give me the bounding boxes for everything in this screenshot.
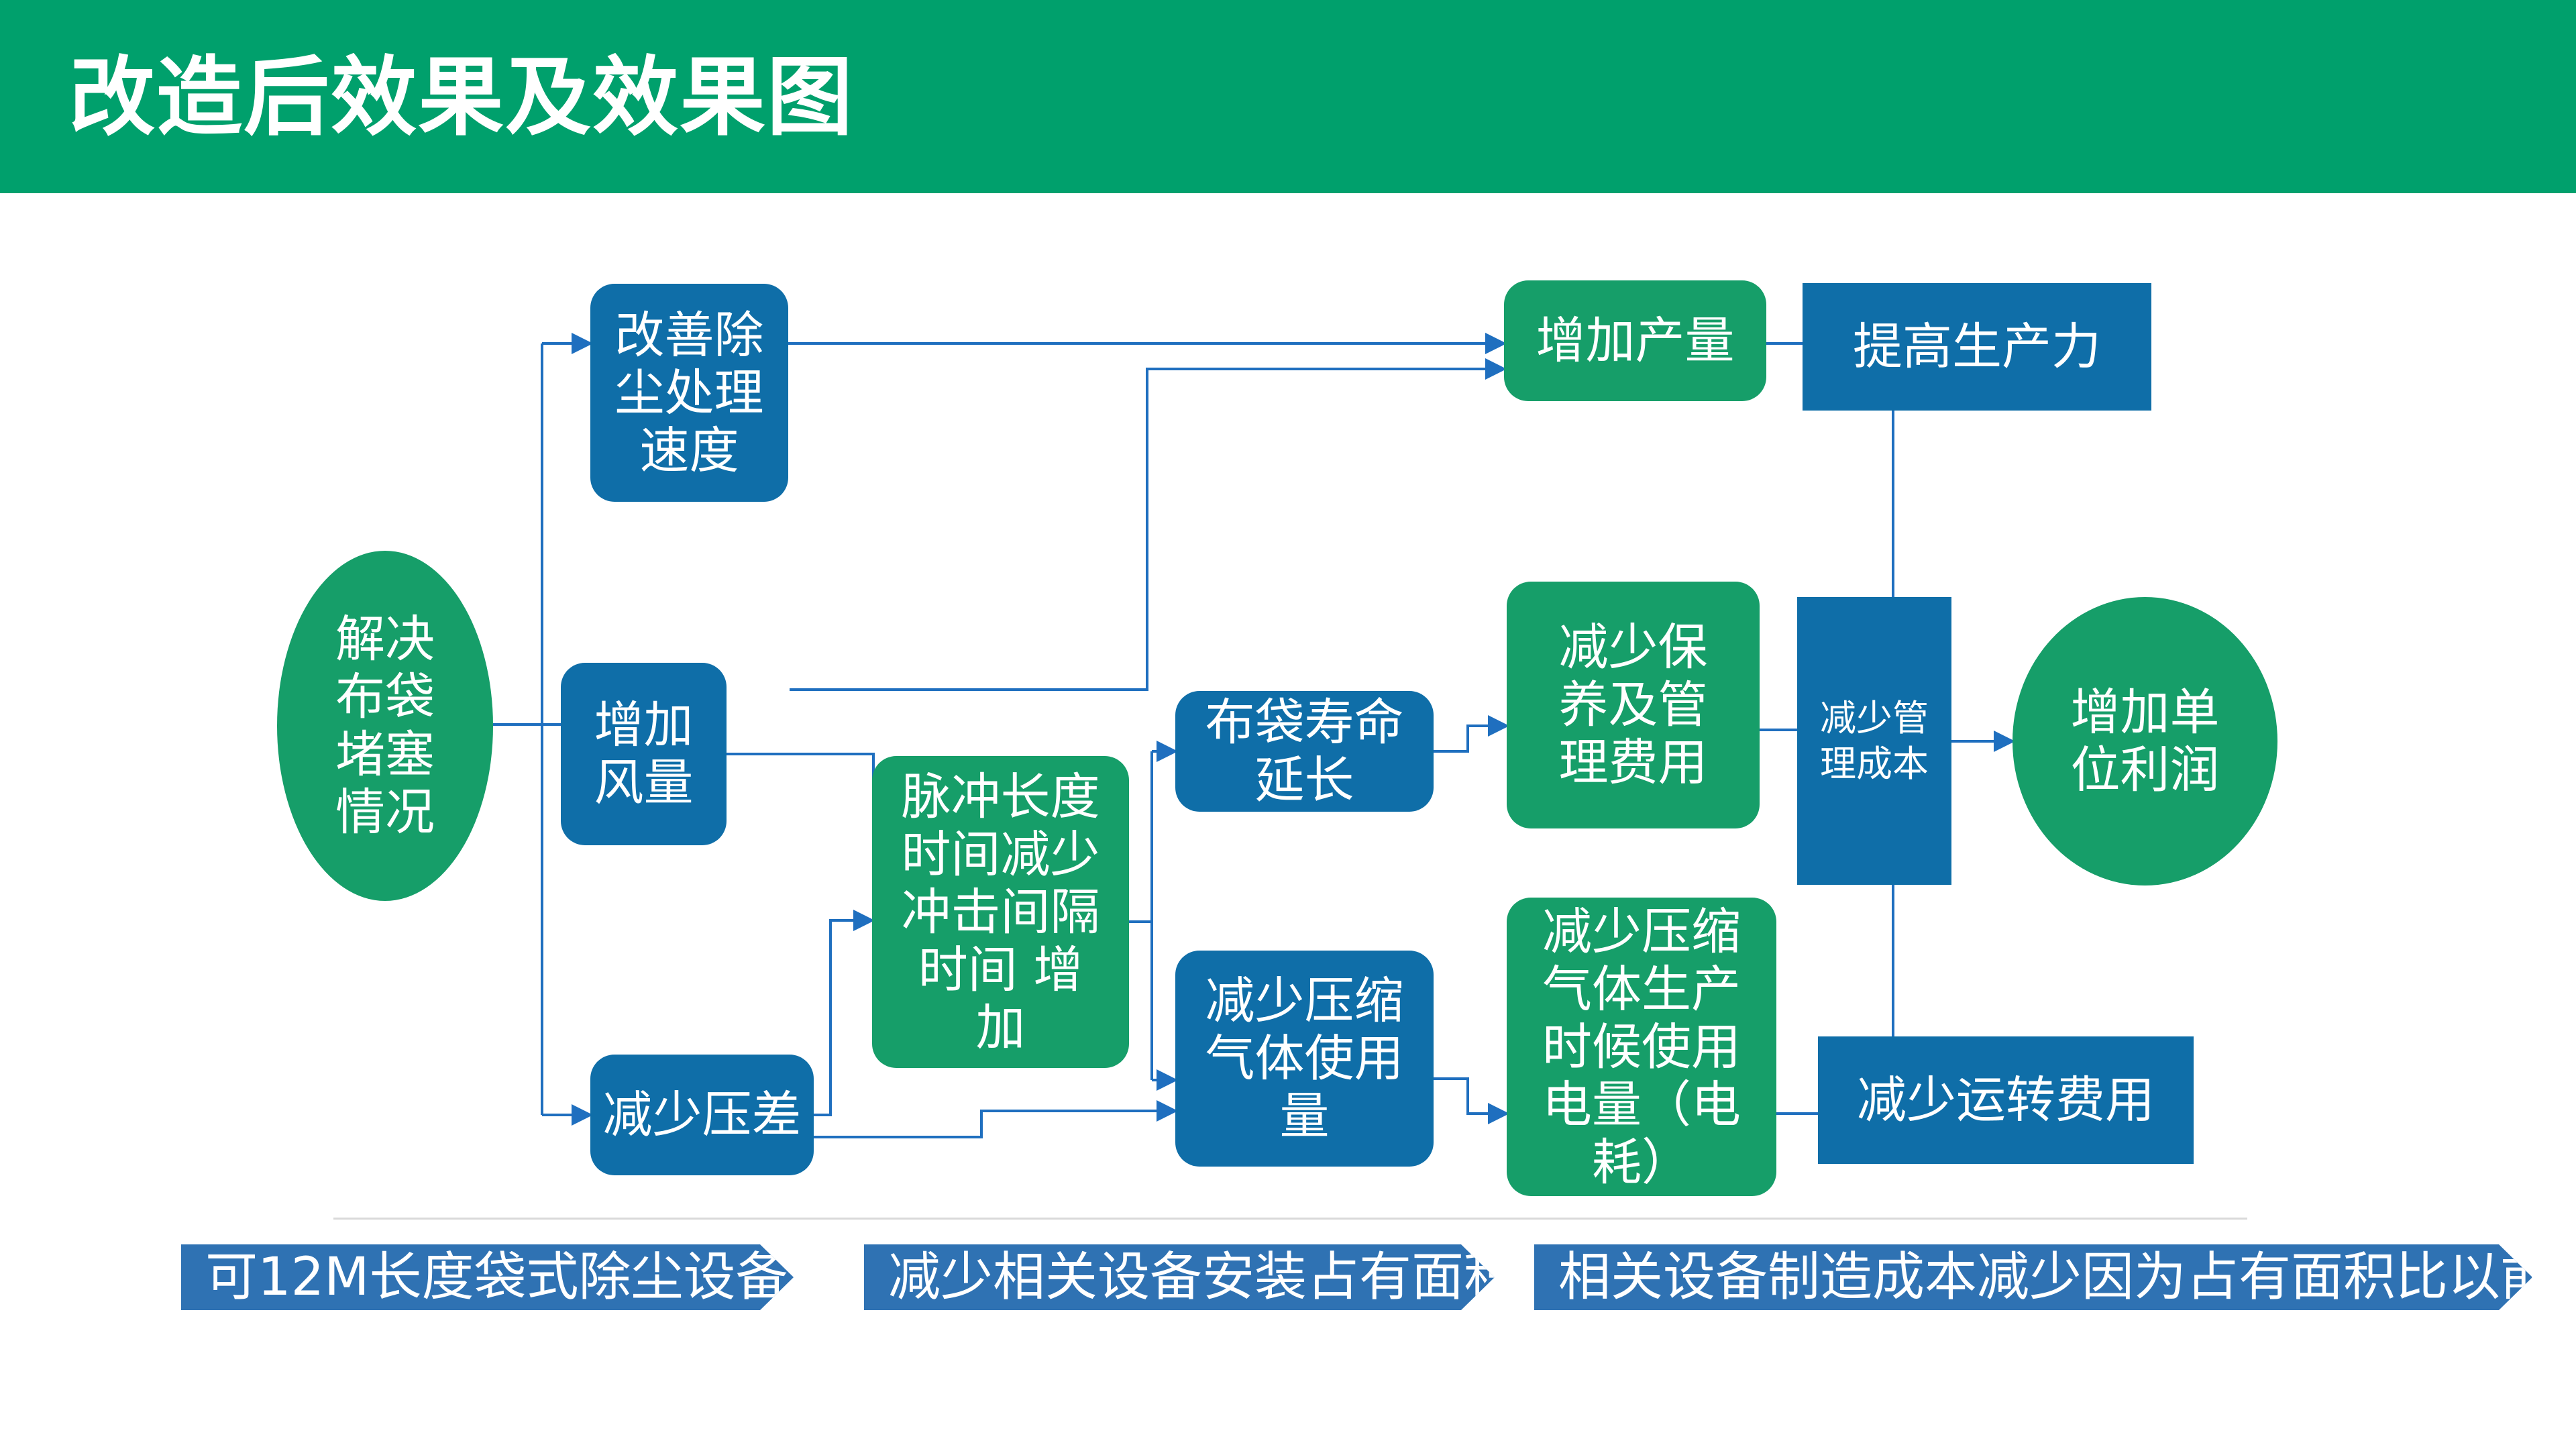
node-increase-unit-profit: 增加单 位利润 <box>2012 597 2277 885</box>
link-air-to-pulse <box>727 753 875 782</box>
header-bar <box>0 0 2576 193</box>
node-reduce-mgmt-cost: 减少管 理成本 <box>1797 597 1951 885</box>
node-reduce-air-use: 减少压缩 气体使用 量 <box>1175 951 1434 1167</box>
node-increase-air-volume: 增加 风量 <box>561 663 727 845</box>
node-bag-life: 布袋寿命 延长 <box>1175 691 1434 812</box>
link-pressure-to-air-use <box>814 1100 1178 1138</box>
note-12m-bag-filter: 可12M长度袋式除尘设备 <box>181 1244 794 1310</box>
link-bag-to-maint <box>1434 715 1509 753</box>
slide-title: 改造后效果及效果图 <box>69 48 855 148</box>
node-pulse-adjust: 脉冲长度 时间减少 冲击间隔 时间 增 加 <box>872 756 1129 1068</box>
note-reduce-install-area: 减少相关设备安装占有面积 <box>864 1244 1495 1310</box>
node-solve-bag-blockage: 解决 布袋 堵塞 情况 <box>277 551 493 901</box>
node-reduce-power: 减少压缩 气体生产 时候使用 电量（电 耗） <box>1507 898 1776 1196</box>
node-improve-dust-speed: 改善除 尘处理 速度 <box>590 284 788 502</box>
node-reduce-running-cost: 减少运转费用 <box>1818 1036 2194 1164</box>
link-airuse-to-power <box>1434 1077 1509 1124</box>
link-pressure-to-pulse <box>814 910 875 1116</box>
note-reduce-manufacturing-cost: 相关设备制造成本减少因为占有面积比以前小 <box>1534 1244 2532 1310</box>
node-reduce-maintenance: 减少保 养及管 理费用 <box>1507 582 1760 828</box>
node-increase-output: 增加产量 <box>1504 280 1766 401</box>
node-reduce-pressure-diff: 减少压差 <box>590 1055 814 1175</box>
divider-line <box>333 1218 2247 1220</box>
node-productivity: 提高生产力 <box>1803 283 2151 411</box>
link-air-to-output <box>790 358 1507 691</box>
